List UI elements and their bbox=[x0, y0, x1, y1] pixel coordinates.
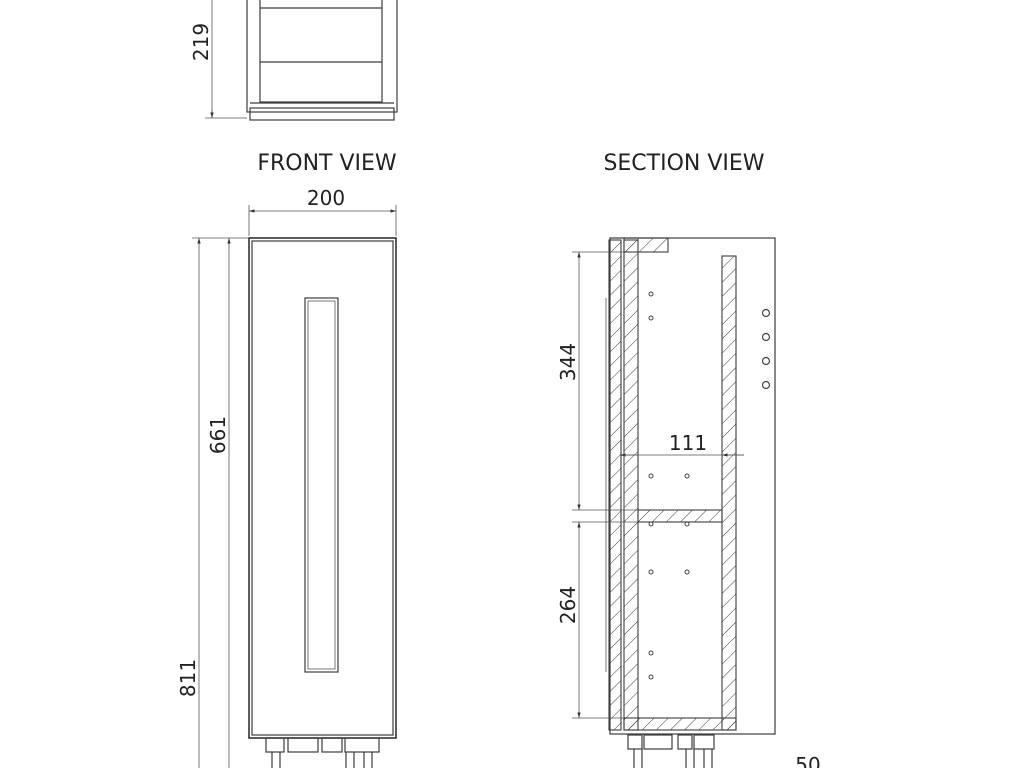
section-feet bbox=[627, 734, 715, 768]
dimension-50-label: 50 bbox=[795, 753, 820, 768]
section-top-panel bbox=[623, 237, 669, 253]
section-door bbox=[608, 239, 622, 731]
section-shelf bbox=[637, 509, 723, 523]
section-right-wall bbox=[721, 255, 737, 731]
front-view-title: FRONT VIEW bbox=[257, 151, 397, 176]
front-handle bbox=[304, 297, 339, 673]
section-left-wall bbox=[623, 239, 639, 731]
front-feet bbox=[265, 737, 380, 768]
dimension-200-label: 200 bbox=[307, 186, 345, 210]
section-bottom-panel bbox=[623, 717, 737, 731]
dimension-344-label: 344 bbox=[556, 343, 580, 381]
section-view: SECTION VIEW bbox=[556, 151, 821, 768]
front-cabinet-body bbox=[248, 237, 397, 739]
section-holes bbox=[648, 291, 771, 680]
dimension-219-label: 219 bbox=[189, 23, 213, 61]
dimension-111-label: 111 bbox=[669, 431, 707, 455]
dimension-811-label: 811 bbox=[176, 659, 200, 697]
top-view: 219 bbox=[189, 0, 398, 121]
dimension-661-label: 661 bbox=[206, 416, 230, 454]
section-view-title: SECTION VIEW bbox=[603, 151, 764, 176]
front-view: FRONT VIEW 200 661 bbox=[176, 151, 397, 768]
dimension-264-label: 264 bbox=[556, 586, 580, 624]
